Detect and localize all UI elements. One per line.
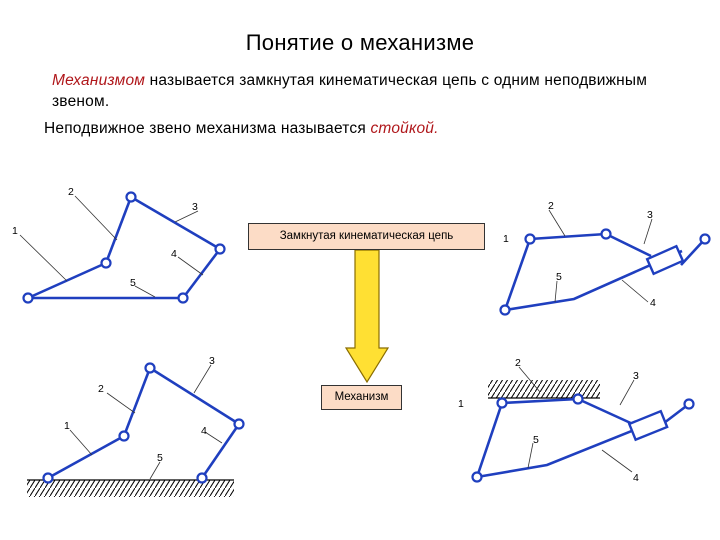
mech-slider-leaders — [518, 366, 635, 473]
link-1 — [475, 402, 504, 478]
label-2: 2 — [68, 186, 74, 198]
joint — [22, 292, 34, 304]
label-2: 2 — [548, 200, 554, 212]
label-5: 5 — [533, 434, 539, 446]
link-rod — [680, 238, 706, 266]
link-4 — [476, 416, 665, 479]
joint — [600, 228, 612, 240]
mech-slider-joints — [471, 393, 695, 483]
definition-term: Механизмом — [52, 72, 146, 89]
link-2 — [529, 232, 607, 241]
joint — [471, 471, 483, 483]
joint — [196, 472, 208, 484]
mech-quad-joints — [42, 362, 245, 484]
link-4 — [504, 249, 683, 312]
link-3 — [130, 195, 221, 251]
mech-quad-leaders — [69, 364, 223, 480]
label-2: 2 — [98, 383, 104, 395]
down-arrow-icon — [344, 249, 390, 384]
ground-hatch — [27, 480, 234, 497]
label-4: 4 — [633, 472, 639, 484]
stand-definition: Неподвижное звено механизма называется с… — [44, 120, 439, 138]
quad-joints — [22, 191, 226, 304]
slider-block — [645, 244, 685, 276]
mechanism-box: Механизм — [321, 385, 402, 410]
label-5: 5 — [556, 271, 562, 283]
joint — [496, 397, 508, 409]
slider-block — [627, 409, 669, 442]
link-2 — [501, 397, 579, 405]
label-3: 3 — [647, 209, 653, 221]
stand-term: стойкой. — [370, 120, 439, 137]
mechanism-slider — [475, 397, 690, 479]
joint — [144, 362, 156, 374]
joint — [125, 191, 137, 203]
label-3: 3 — [209, 355, 215, 367]
mechanism-quadrilateral — [47, 366, 241, 480]
link-2 — [104, 196, 133, 264]
quad-leaders — [19, 195, 204, 298]
label-3: 3 — [192, 201, 198, 213]
label-4: 4 — [171, 248, 177, 260]
link-3 — [149, 366, 240, 426]
link-4 — [200, 423, 241, 479]
label-4: 4 — [201, 425, 207, 437]
stand-hatch — [488, 380, 600, 398]
joint — [572, 393, 584, 405]
link-1 — [503, 238, 532, 311]
label-5: 5 — [157, 452, 163, 464]
joint — [214, 243, 226, 255]
joint — [683, 398, 695, 410]
joint — [100, 257, 112, 269]
label-1: 1 — [503, 233, 509, 245]
joint — [233, 418, 245, 430]
label-1: 1 — [64, 420, 70, 432]
joint — [177, 292, 189, 304]
link-3 — [605, 232, 652, 258]
label-1: 1 — [12, 225, 18, 237]
slider-chain-leaders — [548, 209, 653, 303]
link-1 — [47, 434, 125, 480]
joint — [42, 472, 54, 484]
label-1: 1 — [458, 398, 464, 410]
joint — [699, 233, 711, 245]
joint — [118, 430, 130, 442]
label-3: 3 — [633, 370, 639, 382]
definition-text: называется замкнутая кинематическая цепь… — [52, 72, 648, 110]
label-4: 4 — [650, 297, 656, 309]
joint — [499, 304, 511, 316]
joint — [524, 233, 536, 245]
page-title: Понятие о механизме — [245, 30, 475, 55]
stand-text: Неподвижное звено механизма называется — [44, 120, 371, 137]
closed-chain-slider — [503, 232, 706, 312]
label-2: 2 — [515, 357, 521, 369]
closed-chain-box: Замкнутая кинематическая цепь — [248, 223, 485, 250]
mechanism-definition: Механизмом называется замкнутая кинемати… — [52, 70, 672, 112]
link-3 — [577, 397, 636, 427]
slider-chain-joints — [499, 228, 711, 316]
link-2 — [122, 367, 152, 437]
label-5: 5 — [130, 277, 136, 289]
